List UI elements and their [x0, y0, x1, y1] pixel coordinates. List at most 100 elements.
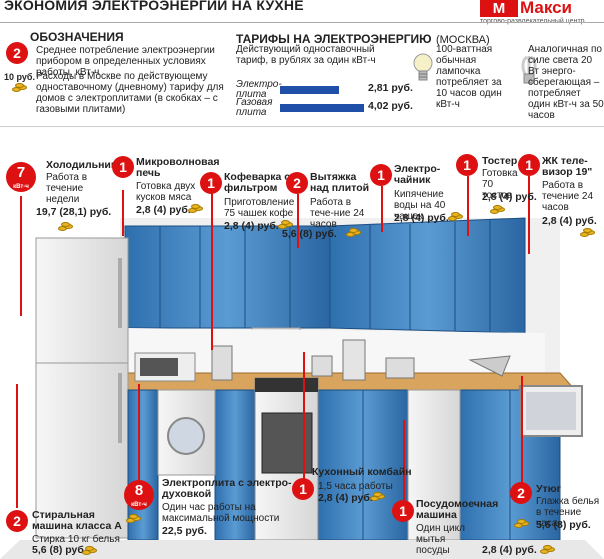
page-title: ЭКОНОМИЯ ЭЛЕКТРОЭНЕРГИИ НА КУХНЕ [4, 0, 304, 13]
hood-badge: 2 [286, 172, 308, 194]
toaster-name: Тостер [482, 155, 518, 167]
tariff-gas-value: 4,02 руб. [368, 100, 413, 112]
fridge-coins-icon [58, 222, 76, 231]
coffee-badge: 1 [200, 172, 222, 194]
washer-coins-icon [82, 546, 100, 555]
fridge-leader [20, 196, 22, 316]
stove-cost: 22,5 руб. [162, 525, 207, 537]
eco-bulb-text: Аналогичная по силе света 20 Вт энерго-с… [528, 44, 604, 121]
tariff-electric-bar [280, 86, 339, 94]
washer-badge: 2 [6, 510, 28, 532]
tv-desc: Работа в течение 24 часов [542, 180, 594, 213]
iron-cost: 5,6 (8) руб. [536, 519, 591, 531]
microwave-name: Микроволновая печь [136, 156, 220, 179]
tariff-electric-label: Электро-плита [236, 79, 282, 100]
legend-price-text: Расходы в Москве по действующему односта… [36, 71, 224, 115]
legend-price-sample: 10 руб. [4, 72, 35, 82]
tariffs-title: ТАРИФЫ НА ЭЛЕКТРОЭНЕРГИЮ [236, 32, 432, 46]
microwave-desc: Готовка двух кусков мяса [136, 181, 196, 203]
legend-heading: ОБОЗНАЧЕНИЯ [30, 30, 124, 44]
iron-leader [521, 376, 523, 488]
iron-name: Утюг [536, 483, 562, 495]
tariffs-city: (МОСКВА) [435, 34, 490, 46]
stove-desc: Один час работы на максимальной мощности [162, 502, 280, 524]
kettle-badge: 1 [370, 164, 392, 186]
coffee-coins-icon [278, 220, 296, 229]
fridge-cost: 19,7 (28,1) руб. [36, 206, 112, 218]
coffee-cost: 2,8 (4) руб. [224, 220, 279, 232]
coffee-leader [211, 190, 213, 350]
dishwasher-cost: 2,8 (4) руб. [482, 544, 537, 556]
logo-name: Макси [520, 0, 573, 17]
stove-name: Электроплита с электро-духовкой [162, 477, 292, 500]
toaster-cost: 2,8 (4) руб. [482, 191, 537, 203]
logo-mark: M [480, 0, 518, 17]
iron-badge: 2 [510, 482, 532, 504]
tariff-electric-value: 2,81 руб. [368, 82, 413, 94]
eco-bulb-icon [521, 55, 537, 84]
dishwasher-desc: Один цикл мытья посуды [416, 523, 465, 556]
dishwasher-name: Посудомоечная машина [416, 498, 499, 521]
coffee-desc: Приготовление 75 чашек кофе [224, 197, 295, 219]
processor-desc: 1,5 часа работы [318, 481, 393, 492]
hood-cost: 5,6 (8) руб. [282, 228, 337, 240]
microwave-cost: 2,8 (4) руб. [136, 204, 191, 216]
legend-badge: 2 [6, 42, 28, 64]
microwave-leader [122, 190, 124, 236]
washer-name: Стиральная машина класса А [32, 509, 122, 532]
microwave-badge: 1 [112, 156, 134, 178]
kitchen-illustration [0, 217, 604, 559]
washer-leader [16, 384, 18, 508]
kettle-desc: Кипячение воды на 40 чашек [394, 189, 446, 222]
logo-subtitle: торгово-развлекательный центр [480, 18, 585, 25]
tariffs-heading: ТАРИФЫ НА ЭЛЕКТРОЭНЕРГИЮ (МОСКВА) [236, 30, 490, 48]
washer-desc: Стирка 10 кг белья [32, 534, 120, 545]
processor-leader [303, 352, 305, 488]
tariffs-subheading: Действующий одноставочный тариф, в рубля… [236, 44, 376, 66]
kettle-leader [381, 186, 383, 232]
tv-cost: 2,8 (4) руб. [542, 215, 597, 227]
tv-leader [528, 176, 530, 254]
tariff-gas-bar [280, 104, 364, 112]
header-divider [0, 22, 604, 23]
fridge-name: Холодильник [46, 159, 117, 171]
processor-cost: 2,8 (4) руб. [318, 492, 373, 504]
coffee-name: Кофеварка с фильтром [224, 171, 291, 194]
kettle-name: Электро-чайник [394, 163, 441, 186]
bulb-text: 100-ваттная обычная лампочка потребляет … [436, 44, 502, 110]
legend-coins-icon [12, 83, 30, 92]
processor-name: Кухонный комбайн [312, 466, 412, 478]
kettle-coins-icon [448, 212, 466, 221]
tariff-gas-label: Газовая плита [236, 97, 273, 118]
stove-coins-icon [126, 514, 144, 523]
toaster-coins-icon [490, 205, 508, 214]
toaster-badge: 1 [456, 154, 478, 176]
kettle-cost: 2,8 (4) руб. [394, 212, 449, 224]
iron-coins-icon [514, 519, 532, 528]
tv-coins-icon [580, 228, 598, 237]
hood-desc: Работа в тече-ние 24 часов [310, 197, 365, 230]
processor-badge: 1 [292, 478, 314, 500]
microwave-coins-icon [188, 204, 206, 213]
tv-name: ЖК теле-визор 19" [542, 155, 593, 178]
hood-name: Вытяжка над плитой [310, 171, 370, 194]
toaster-leader [467, 176, 469, 236]
tv-badge: 1 [518, 154, 540, 176]
fridge-desc: Работа в течение недели [46, 172, 88, 205]
hood-coins-icon [346, 228, 364, 237]
legend-consumption-text: Среднее потребление электроэнергии прибо… [36, 45, 215, 78]
logo: M Макси торгово-развлекательный центр [480, 0, 600, 26]
incandescent-bulb-icon [413, 53, 433, 81]
dishwasher-leader [403, 420, 405, 500]
dishwasher-coins-icon [540, 545, 558, 554]
section-divider [0, 126, 604, 127]
hood-leader [297, 194, 299, 248]
dishwasher-badge: 1 [392, 500, 414, 522]
stove-leader [138, 384, 140, 484]
iron-desc: Глажка белья в течение часа [536, 496, 600, 529]
washer-cost: 5,6 (8) руб. [32, 544, 87, 556]
processor-coins-icon [370, 492, 388, 501]
toaster-desc: Готовка 70 тостов [482, 168, 518, 201]
